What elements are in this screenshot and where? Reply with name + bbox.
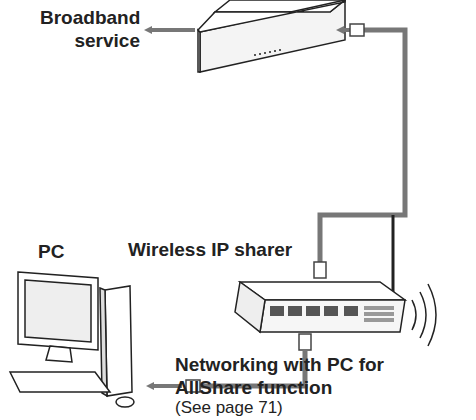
device-label: PC xyxy=(38,240,98,263)
device-label: Wireless IP sharer xyxy=(128,238,328,261)
plug xyxy=(314,262,326,278)
plug xyxy=(350,24,364,36)
plug-arrow xyxy=(340,28,350,32)
function-note: Networking with PC for AllShare function xyxy=(175,353,465,399)
router xyxy=(235,215,436,346)
service-arrow xyxy=(148,28,195,32)
service-label: Broadband service xyxy=(40,6,140,52)
page-reference: (See page 71) xyxy=(175,398,465,418)
pc xyxy=(10,272,134,407)
plug xyxy=(299,334,311,350)
modem xyxy=(198,0,345,72)
